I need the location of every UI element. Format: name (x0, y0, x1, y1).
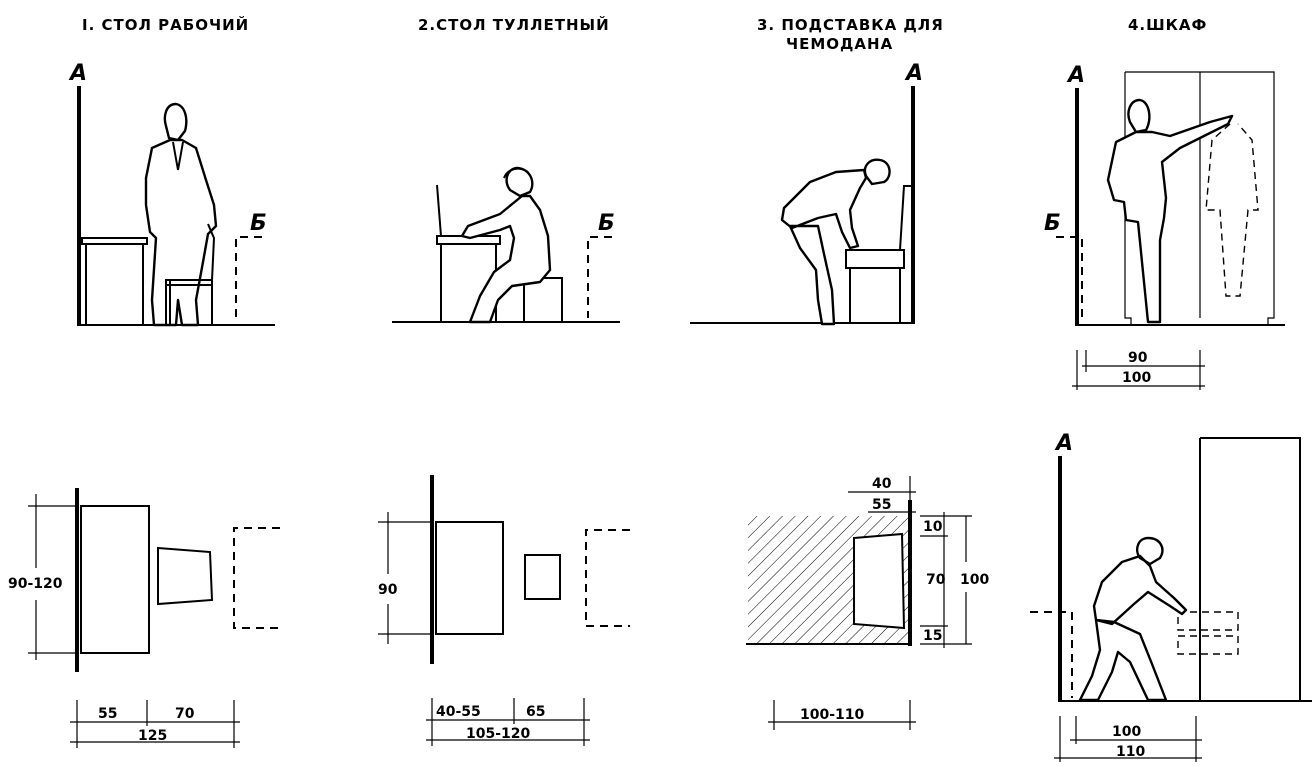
chair (165, 223, 216, 325)
panel-wardrobe-elevation: А Б 90 100 (1044, 63, 1285, 390)
dim-label: 100 (960, 572, 989, 588)
dim-label: 125 (138, 728, 167, 744)
title-suitcase-stand-line2: ЧЕМОДАНА (786, 35, 893, 53)
zone-b-outline (585, 529, 630, 627)
wardrobe-tall (1199, 437, 1301, 700)
desk-plan (80, 505, 150, 654)
desk (81, 237, 148, 325)
dim-label: 100 (1112, 724, 1141, 740)
zone-b-outline (233, 527, 280, 629)
dim-label: 10 (923, 519, 943, 535)
dim-label: 70 (926, 572, 946, 588)
dim-label: 40-55 (436, 704, 481, 720)
panel-work-desk-plan: 90-120 55 70 125 (8, 488, 280, 748)
wall-mark-a: А (1066, 63, 1085, 88)
panel-dressing-table-elevation: Б (392, 166, 620, 324)
dim-label: 55 (98, 706, 117, 722)
zone-mark-b: Б (1044, 211, 1061, 236)
title-wardrobe: 4.ШКАФ (1128, 16, 1207, 34)
wall-mark-a: А (904, 61, 923, 86)
dim-label: 110 (1116, 744, 1145, 760)
zone-b-outline (587, 236, 612, 318)
hair-detail (503, 167, 529, 179)
dim-label: 100-110 (800, 707, 865, 723)
chair-plan (157, 546, 214, 606)
zone-b-outline (235, 236, 262, 322)
panel-dressing-table-plan: 90 40-55 65 105-120 (378, 475, 630, 746)
wall-mark-a: А (1054, 431, 1073, 456)
panel-suitcase-stand-plan: 40 55 10 70 15 100 100-110 (746, 476, 989, 730)
bending-person-figure (1078, 536, 1188, 702)
zone-mark-b: Б (598, 211, 615, 236)
suitcase-stand (845, 185, 913, 323)
dim-label: 15 (923, 628, 942, 644)
standing-person-figure (144, 102, 218, 327)
wall-mark-a: А (68, 61, 87, 86)
dim-label: 105-120 (466, 726, 531, 742)
dim-label: 70 (175, 706, 195, 722)
dim-label: 40 (872, 476, 892, 492)
title-suitcase-stand-line1: 3. ПОДСТАВКА ДЛЯ (757, 16, 944, 34)
zone-b-outline (1030, 611, 1073, 698)
bending-person-figure (780, 158, 891, 326)
dim-label: 100 (1122, 370, 1151, 386)
drawer-dashed (1177, 635, 1239, 655)
title-dressing-table: 2.СТОЛ ТУЛЛЕТНЫЙ (418, 15, 610, 34)
panel-suitcase-stand-elevation: А (690, 61, 923, 326)
stool-plan (524, 554, 561, 600)
dim-label: 90 (1128, 350, 1148, 366)
mirror (436, 184, 442, 237)
dim-label: 55 (872, 497, 891, 513)
panel-work-desk-elevation: А Б (68, 61, 275, 327)
dim-label: 90-120 (8, 576, 63, 592)
dim-label: 90 (378, 582, 398, 598)
reaching-person-figure (1106, 98, 1234, 324)
garment-dashed (1205, 123, 1259, 297)
shirt-collar (172, 141, 184, 171)
table-plan (435, 521, 504, 635)
drawer-dashed (1177, 611, 1239, 631)
title-work-desk: I. СТОЛ РАБОЧИЙ (82, 15, 249, 34)
zone-mark-b: Б (250, 211, 267, 236)
dim-label: 65 (526, 704, 545, 720)
suitcase-stand-plan (853, 532, 906, 630)
panel-wardrobe-lower: А 100 110 (1030, 431, 1312, 762)
